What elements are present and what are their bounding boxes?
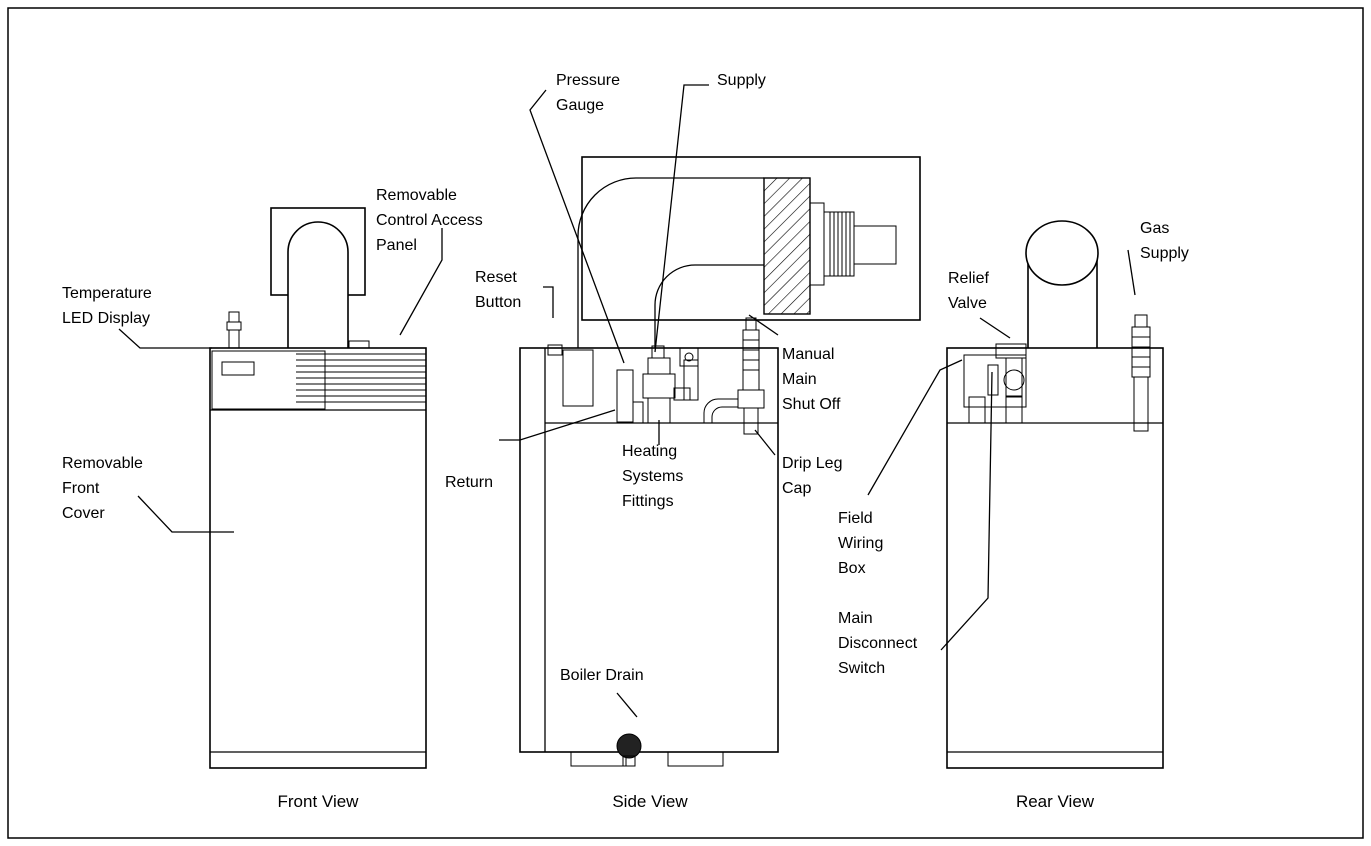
label-main-disconnect-switch: Main Disconnect Switch (838, 610, 922, 677)
side-leaders (499, 84, 779, 718)
label-drip-leg-cap: Drip Leg Cap (782, 455, 847, 497)
label-supply: Supply (717, 72, 766, 89)
label-heating-systems-fittings: Heating Systems Fittings (622, 443, 688, 510)
label-removable-control-access-panel: Removable Control Access Panel (376, 187, 487, 254)
label-pressure-gauge: Pressure Gauge (556, 72, 624, 114)
front-view-drawing (209, 207, 427, 769)
caption-rear-view: Rear View (1016, 792, 1095, 811)
front-leaders (118, 228, 443, 533)
rear-view-drawing (946, 220, 1164, 769)
diagram-border (7, 7, 1364, 839)
label-reset-button: Reset Button (475, 269, 521, 311)
label-field-wiring-box: Field Wiring Box (838, 510, 888, 577)
label-gas-supply: Gas Supply (1140, 220, 1189, 262)
label-return: Return (445, 474, 493, 491)
label-relief-valve: Relief Valve (948, 270, 993, 312)
caption-front-view: Front View (278, 792, 360, 811)
caption-side-view: Side View (612, 792, 688, 811)
label-temperature-led-display: Temperature LED Display (62, 285, 156, 327)
label-boiler-drain: Boiler Drain (560, 667, 644, 684)
label-manual-main-shut-off: Manual Main Shut Off (782, 346, 841, 413)
label-removable-front-cover: Removable Front Cover (62, 455, 147, 522)
rear-leaders (867, 249, 1136, 651)
side-view-drawing (519, 156, 921, 767)
